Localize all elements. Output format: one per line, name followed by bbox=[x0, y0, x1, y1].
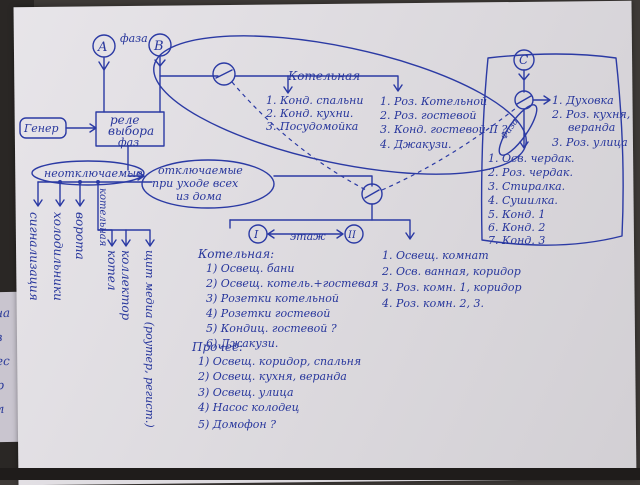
relay-label: выбора bbox=[108, 124, 154, 138]
branch-label-collector: коллектор bbox=[119, 250, 133, 321]
boiler-section-item: 1) Освещ. бани bbox=[206, 262, 294, 275]
phase-b-circle bbox=[148, 33, 172, 57]
relay-box bbox=[95, 111, 165, 147]
phase-c-list-b-item: 4. Сушилка. bbox=[487, 194, 558, 207]
phase-c-list-b-item: 5. Конд. 1 bbox=[488, 208, 545, 221]
floor-1-label: I bbox=[253, 228, 259, 241]
floor-2-label: II bbox=[347, 230, 357, 241]
generator-label: Генер bbox=[23, 122, 59, 135]
list2-item: 2. Роз. гостевой bbox=[379, 109, 476, 122]
floor-1-circle bbox=[248, 224, 268, 244]
floor2-item: 3. Роз. комн. 1, коридор bbox=[382, 281, 522, 294]
branch-label-boiler-room: котельная bbox=[97, 188, 108, 246]
attic-oval bbox=[498, 104, 538, 156]
switchable-label: из дома bbox=[176, 190, 222, 203]
boiler-section-item: 5) Кондиц. гостевой ? bbox=[206, 322, 337, 335]
non-switchable-oval bbox=[31, 160, 145, 186]
boiler-room-header: Котельная bbox=[287, 69, 360, 83]
non-switchable-label: неотключаемые bbox=[44, 167, 143, 180]
phase-a-fork bbox=[98, 57, 110, 71]
other-section-title: Прочее: bbox=[191, 340, 243, 354]
phase-a-circle bbox=[92, 34, 116, 58]
branch-label-boiler: котел bbox=[105, 250, 119, 291]
phase-c-to-list-a bbox=[532, 95, 551, 105]
list2-item: 4. Джакузи. bbox=[379, 138, 452, 151]
interlock-dashed bbox=[231, 81, 367, 191]
switchable-arrow bbox=[127, 171, 145, 181]
switchable-oval bbox=[141, 159, 275, 209]
boiler-section-item: 6) Джакузи. bbox=[206, 337, 278, 350]
list1-item: 1. Конд. спальни bbox=[266, 94, 363, 107]
other-section-item: 4) Насос колодец bbox=[197, 401, 300, 414]
boiler-section-title: Котельная: bbox=[197, 247, 274, 261]
other-section-item: 1) Освещ. коридор, спальня bbox=[198, 355, 361, 368]
other-section-item: 3) Освещ. улица bbox=[198, 386, 294, 399]
phase-label: фаза bbox=[120, 32, 148, 45]
branch-gates bbox=[75, 181, 85, 207]
phase-b-label: B bbox=[153, 39, 164, 54]
junction-dot bbox=[78, 180, 82, 184]
boiler-section-item: 4) Розетки гостевой bbox=[205, 307, 330, 320]
branch-label-gates: ворота bbox=[73, 212, 87, 260]
floor2-item: 1. Освещ. комнат bbox=[382, 249, 489, 262]
phase-c-to-list-b bbox=[519, 108, 529, 149]
other-section-item: 5) Домофон ? bbox=[198, 418, 276, 431]
switchable-bus bbox=[273, 175, 373, 187]
phase-c-label: C bbox=[519, 53, 528, 67]
switch-upper bbox=[212, 62, 236, 86]
floor2-item: 2. Осв. ванная, коридор bbox=[381, 265, 521, 278]
switchable-label: при уходе всех bbox=[152, 177, 239, 190]
list2-item: 3. Конд. гостевой II ? bbox=[380, 123, 507, 136]
phase-c-list-a-item: 1. Духовка bbox=[552, 94, 614, 107]
switch-upper-contact bbox=[215, 69, 233, 79]
floor-link bbox=[267, 229, 344, 239]
floor-bus bbox=[229, 219, 415, 240]
phase-c-list-a-item: 2. Роз. кухня, bbox=[551, 108, 630, 121]
boiler-section-item: 2) Освещ. котель.+гостевая bbox=[205, 277, 378, 290]
branch-alarm bbox=[33, 181, 43, 207]
other-section-item: 2) Освещ. кухня, веранда bbox=[197, 370, 347, 383]
junction-dot bbox=[58, 180, 62, 184]
floor2-item: 4. Роз. комн. 2, 3. bbox=[381, 297, 484, 310]
switchable-label: отключаемые bbox=[158, 164, 243, 177]
phase-a-label: A bbox=[97, 40, 107, 55]
phase-c-list-b-item: 6. Конд. 2 bbox=[488, 221, 545, 234]
branch-media bbox=[125, 229, 155, 247]
boiler-section-item: 3) Розетки котельной bbox=[206, 292, 339, 305]
desk-edge bbox=[0, 468, 640, 480]
branch-fridges bbox=[55, 181, 65, 207]
phase-c-region bbox=[480, 53, 624, 246]
switch-to-list1 bbox=[283, 75, 293, 94]
branch-label-alarm: сигнализация bbox=[27, 212, 41, 301]
junction-dot bbox=[96, 180, 100, 184]
phase-c-list-a-item: веранда bbox=[568, 121, 615, 134]
floor-2-circle bbox=[344, 224, 364, 244]
phase-c-list-b-item: 2. Роз. чердак. bbox=[487, 166, 573, 179]
generator-arrow bbox=[65, 123, 97, 133]
phase-c-list-b-item: 1. Осв. чердак. bbox=[488, 152, 575, 165]
list1-item: 2. Конд. кухни. bbox=[265, 107, 353, 120]
phase-c-fork bbox=[518, 69, 530, 93]
branch-label-fridges: холодильники bbox=[51, 212, 65, 301]
phase-c-list-b-item: 3. Стиралка. bbox=[488, 180, 565, 193]
switch-phase-c-contact bbox=[516, 95, 532, 105]
switch-lower-contact bbox=[364, 189, 380, 199]
phase-c-list-b-item: 7. Конд. 3 bbox=[488, 234, 545, 247]
floor-label: этаж bbox=[290, 230, 326, 243]
branch-label-media: щит медиа (роутер, регист.) bbox=[143, 250, 156, 428]
list2-item: 1. Роз. Котельной bbox=[380, 95, 487, 108]
phase-c-list-a-item: 3. Роз. улица bbox=[552, 136, 628, 149]
interlock-dashed bbox=[381, 107, 517, 191]
relay-label: реле bbox=[110, 113, 140, 127]
list1-item: 3. Посудомойка bbox=[266, 120, 358, 133]
relay-label: фаз bbox=[118, 136, 139, 149]
switch-to-boiler bbox=[234, 75, 403, 92]
